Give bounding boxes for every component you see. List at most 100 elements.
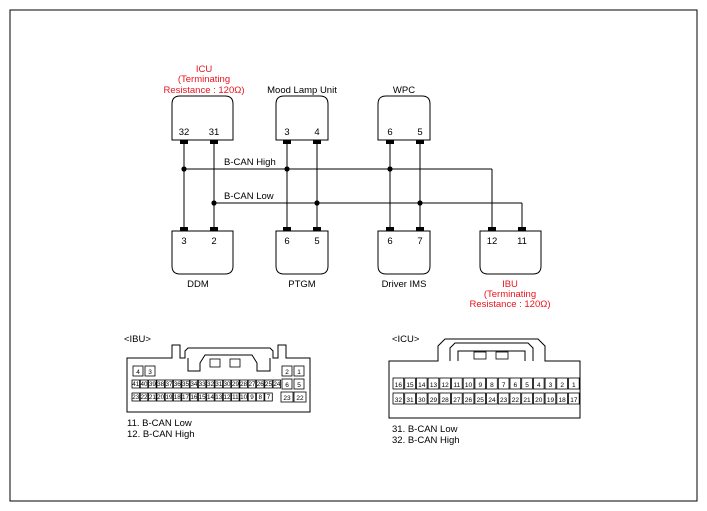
ibu-connector-title: <IBU>: [124, 334, 151, 345]
ibu-pin-11: 11: [517, 236, 527, 247]
wpc-pin-5: 5: [417, 127, 422, 138]
ibu-conn-pin-26-cell: [256, 379, 265, 389]
icu-connector-title: <ICU>: [392, 334, 420, 345]
ibu-conn-pin-33-cell: [197, 379, 207, 389]
ibu-conn-pin: 40: [139, 379, 149, 389]
icu-legend-2: 32. B-CAN High: [392, 435, 460, 446]
icu-conn-pin-32-cell: [392, 392, 405, 405]
icu-conn-pin-8-cell: [486, 377, 498, 390]
ibu-conn-pin-23: 23: [283, 395, 291, 402]
wpc-module: WPC 6 5: [377, 85, 431, 144]
ibu-conn-pin: 28: [239, 379, 248, 389]
icu-conn-pin-24-cell: [486, 392, 498, 405]
ibu-conn-pin: 36: [173, 379, 182, 389]
ibu-conn-pin: 33: [197, 379, 207, 389]
ibu-conn-pin-22: 22: [296, 395, 304, 402]
icu-conn-pin-29: 29: [430, 397, 438, 404]
ibu-conn-pin-24: 24: [273, 381, 281, 388]
ibu-label: IBU: [502, 279, 518, 290]
icu-conn-pin-3-cell: [544, 377, 557, 390]
ibu-conn-pin: 19: [164, 392, 174, 402]
icu-conn-pin-10: 10: [465, 382, 473, 389]
ibu-conn-pin-6: 6: [285, 382, 289, 389]
ibu-conn-pin-34: 34: [190, 381, 198, 388]
icu-conn-pin-26-cell: [462, 392, 475, 405]
driver-ims-label: Driver IMS: [382, 279, 427, 290]
ibu-conn-pin-20-cell: [156, 392, 165, 402]
bcan-high-label: B-CAN High: [224, 157, 276, 168]
ddm-pin-2: 2: [211, 236, 216, 247]
ibu-conn-pin-31: 31: [215, 381, 223, 388]
icu-conn-pin-22-cell: [509, 392, 522, 405]
icu-conn-pin-7-cell: [497, 377, 510, 390]
ibu-conn-pin-12-cell: [222, 392, 232, 402]
icu-conn-pin-2: 2: [560, 382, 564, 389]
ibu-conn-pin-27-cell: [247, 379, 257, 389]
ibu-conn-pin: 20: [156, 392, 165, 402]
ibu-conn-pin-22-cell: [139, 392, 149, 402]
ibu-conn-pin: 7: [264, 392, 273, 402]
icu-conn-pin-27: 27: [453, 397, 461, 404]
icu-conn-pin-17: 17: [570, 397, 578, 404]
ibu-conn-pin-23: 23: [132, 394, 140, 401]
ibu-conn-pin-8-cell: [256, 392, 265, 402]
frame-border: [9, 9, 698, 502]
ibu-conn-pin-38-cell: [156, 379, 165, 389]
ibu-conn-pin: 39: [148, 379, 157, 389]
ibu-conn-pin-35: 35: [182, 381, 190, 388]
ibu-conn-pin-35-cell: [181, 379, 190, 389]
ibu-conn-pin-41: 41: [132, 381, 140, 388]
icu-conn-pin-20: 20: [535, 397, 543, 404]
ibu-conn-pin-32-cell: [206, 379, 215, 389]
icu-conn-pin-23: 23: [500, 397, 508, 404]
icu-conn-pin-23-cell: [497, 392, 510, 405]
icu-conn-pin-28: 28: [442, 397, 450, 404]
ibu-conn-pin: 25: [264, 379, 273, 389]
icu-conn-pin-9-cell: [474, 377, 486, 390]
icu-label: ICU: [196, 64, 213, 75]
icu-conn-pin-28-cell: [439, 392, 451, 405]
ibu-conn-pin-34-cell: [189, 379, 199, 389]
icu-conn-pin-13-cell: [427, 377, 440, 390]
icu-conn-pin-17-cell: [568, 392, 580, 405]
driver-ims-pin-6: 6: [387, 236, 392, 247]
icu-conn-pin-6-cell: [509, 377, 522, 390]
icu-conn-pin-10-cell: [462, 377, 475, 390]
icu-conn-pin-14-cell: [415, 377, 428, 390]
ibu-conn-pin: 24: [272, 379, 282, 389]
ibu-conn-pin-10: 10: [240, 394, 248, 401]
icu-conn-pin-19-cell: [544, 392, 557, 405]
ibu-conn-pin: 27: [247, 379, 257, 389]
ibu-conn-pin: 26: [256, 379, 265, 389]
icu-conn-pin-11: 11: [453, 382, 460, 389]
icu-conn-pin-31-cell: [404, 392, 416, 405]
ddm-pin-3: 3: [181, 236, 186, 247]
ptgm-label: PTGM: [288, 279, 316, 290]
ibu-conn-pin-2: 2: [285, 369, 289, 376]
icu-conn-pin-20-cell: [533, 392, 545, 405]
icu-conn-pin-25-cell: [474, 392, 486, 405]
icu-conn-pin-31: 31: [406, 397, 414, 404]
mood-lamp-module: Mood Lamp Unit 3 4: [267, 85, 337, 144]
ibu-conn-pin-18-cell: [173, 392, 182, 402]
ibu-conn-pin-18: 18: [174, 394, 182, 401]
ibu-conn-pin-15: 15: [199, 394, 207, 401]
icu-conn-pin-12: 12: [442, 382, 450, 389]
ibu-conn-pin-26: 26: [257, 381, 265, 388]
icu-conn-pin-27-cell: [451, 392, 463, 405]
icu-conn-pin-5: 5: [525, 382, 529, 389]
icu-pin-32: 32: [179, 127, 190, 138]
ibu-conn-pin-9: 9: [250, 394, 254, 401]
ibu-conn-pin-29-cell: [231, 379, 240, 389]
icu-conn-pin-11-cell: [451, 377, 463, 390]
ibu-legend-2: 12. B-CAN High: [127, 429, 195, 440]
icu-conn-pin-1: 1: [572, 382, 576, 389]
ibu-conn-pin-15-cell: [197, 392, 207, 402]
icu-conn-pin-30: 30: [418, 397, 426, 404]
icu-conn-pin-18: 18: [559, 397, 567, 404]
wpc-pin-6: 6: [387, 127, 392, 138]
icu-conn-pin-21: 21: [523, 397, 531, 404]
